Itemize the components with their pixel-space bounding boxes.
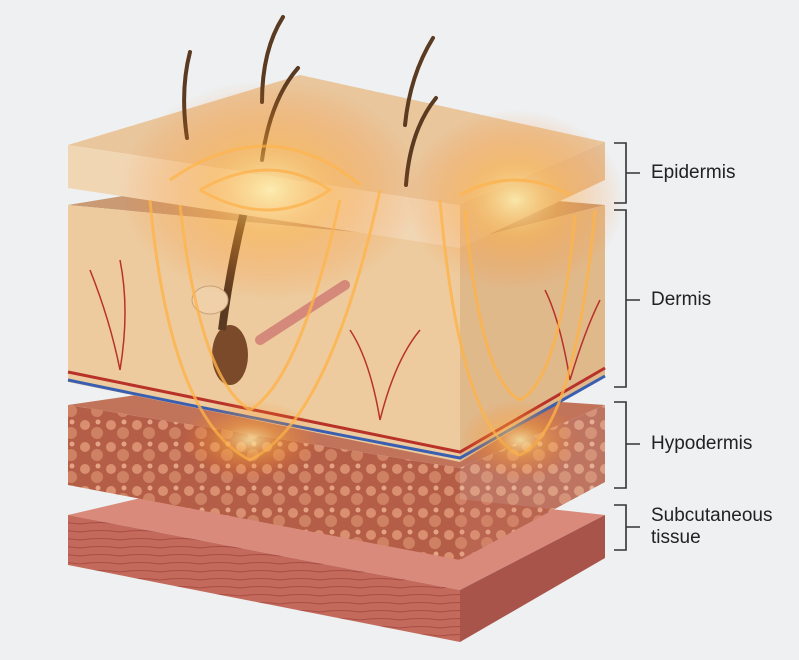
energy-waves	[120, 80, 625, 480]
bracket-hypodermis	[614, 401, 640, 489]
label-epidermis: Epidermis	[651, 162, 736, 183]
label-dermis: Dermis	[651, 289, 712, 310]
label-subcutaneous-line2: tissue	[651, 527, 701, 548]
bracket-subcutaneous	[614, 504, 640, 551]
label-subcutaneous-line1: Subcutaneous	[651, 505, 773, 526]
label-subcutaneous: Subcutaneous tissue	[651, 505, 773, 549]
bracket-dermis	[614, 209, 640, 388]
layer-brackets	[614, 142, 640, 551]
bracket-epidermis	[614, 142, 640, 204]
label-hypodermis: Hypodermis	[651, 433, 753, 454]
